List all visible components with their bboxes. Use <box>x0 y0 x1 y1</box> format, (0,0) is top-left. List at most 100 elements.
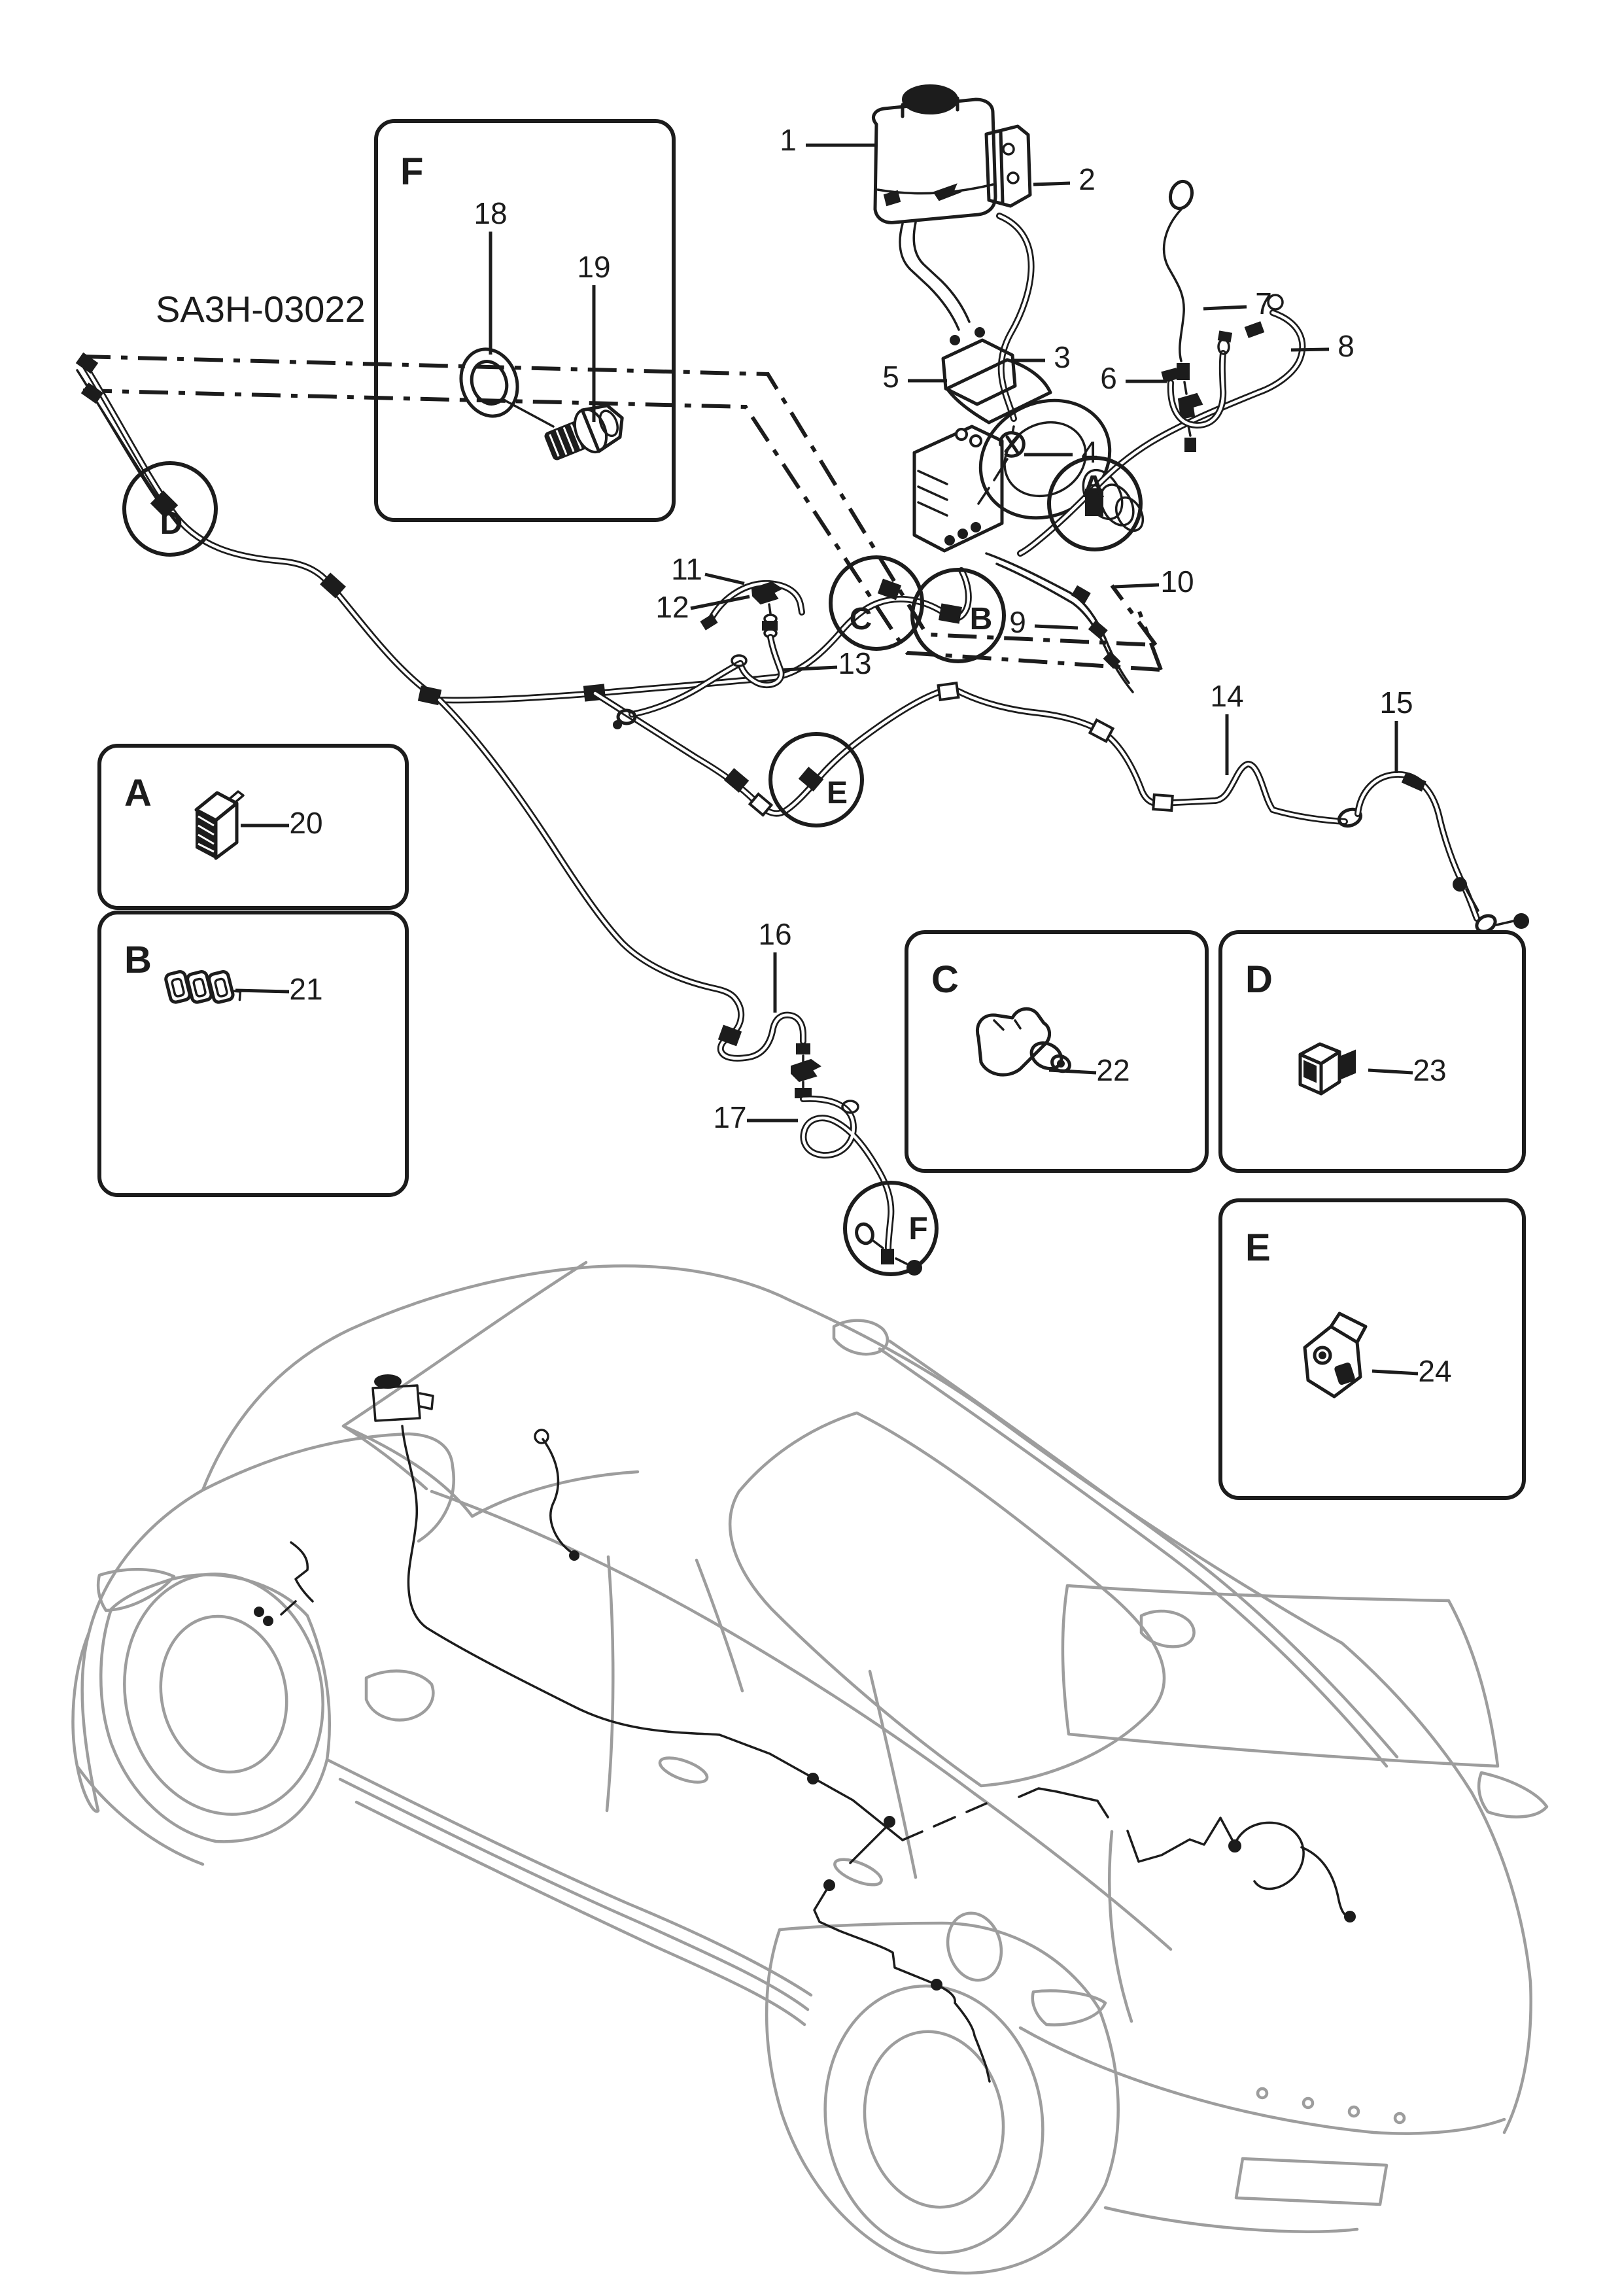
bundle-clip-1 <box>320 572 346 599</box>
reservoir-label-mark <box>883 190 901 207</box>
car-rear-bumper-top <box>1018 2026 1506 2135</box>
car-line-cowl-hose <box>542 1438 572 1553</box>
car-rear-wheel-inner <box>863 2030 1005 2209</box>
car-hood-cut <box>201 1432 455 1543</box>
car-front-silhouette <box>80 1264 792 1813</box>
part-20 <box>194 790 245 860</box>
callout-label-8[interactable]: 8 <box>1337 329 1355 363</box>
detail-parts <box>164 347 1368 1399</box>
hose-7-eyelet <box>1168 179 1194 211</box>
pipe-8-ring <box>1267 294 1284 311</box>
callout-label-19[interactable]: 19 <box>577 250 610 284</box>
part-24-body <box>1303 1325 1362 1399</box>
callout-label-24[interactable]: 24 <box>1418 1354 1451 1388</box>
callout-label-6[interactable]: 6 <box>1100 361 1117 395</box>
detail-box-letter-a: A <box>124 772 152 814</box>
callout-label-3[interactable]: 3 <box>1054 340 1071 374</box>
car-front-bumper <box>71 1631 205 1866</box>
car-roof-rail-2 <box>888 1339 1399 1759</box>
hcu-port-2 <box>969 434 982 447</box>
car-reservoir <box>371 1384 434 1422</box>
hose-15-sleeve <box>1401 772 1426 792</box>
car-line-fitting-1 <box>1228 1839 1241 1852</box>
detail-box-b <box>97 911 409 1197</box>
part-24-hole-center <box>1319 1351 1326 1359</box>
location-circle-a <box>1047 456 1143 551</box>
hose-15-dashes <box>1465 888 1515 926</box>
car-line-dashes <box>901 1802 988 1841</box>
callout-label-2[interactable]: 2 <box>1078 162 1096 196</box>
rear-clip-white-1 <box>748 792 774 817</box>
engine-bay-boundary <box>81 355 1163 672</box>
callout-leader-13 <box>783 665 838 672</box>
part-22-pin-hole <box>1057 1060 1065 1068</box>
car-line-clip-1 <box>807 1773 819 1784</box>
boundary-line-2 <box>82 389 1163 672</box>
location-letter-b: B <box>970 602 993 636</box>
chain-12-dash <box>768 603 772 615</box>
detail-box-f <box>374 119 676 522</box>
car-front-wheel-inner <box>159 1614 288 1774</box>
callout-label-14[interactable]: 14 <box>1210 679 1243 713</box>
callout-label-10[interactable]: 10 <box>1160 565 1194 599</box>
callout-label-11[interactable]: 11 <box>671 552 702 586</box>
callout-leader-7 <box>1203 305 1247 311</box>
pipe-nut-2 <box>1088 620 1108 640</box>
rear-line-14 <box>592 681 1348 825</box>
car-antenna-fin <box>1139 1609 1196 1648</box>
detail-box-letter-b: B <box>124 939 152 981</box>
callout-label-23[interactable]: 23 <box>1413 1053 1446 1087</box>
car-mirror-top <box>832 1319 889 1356</box>
callout-label-21[interactable]: 21 <box>289 972 322 1006</box>
car-brake-lines-overlay <box>254 1374 1356 2083</box>
callout-label-12[interactable]: 12 <box>655 590 689 624</box>
car-line-end-1 <box>1344 1911 1356 1922</box>
callout-label-20[interactable]: 20 <box>289 806 322 840</box>
callout-label-18[interactable]: 18 <box>474 196 507 230</box>
booster-bellows-3 <box>1114 496 1145 532</box>
hose-15-bolt-2 <box>1513 913 1529 929</box>
hose-17-outer <box>800 1095 895 1251</box>
detail-box-letter-e: E <box>1245 1226 1271 1269</box>
car-front-wheel <box>123 1573 324 1816</box>
part-22-body <box>976 1007 1051 1077</box>
detail-box-e <box>1218 1198 1526 1500</box>
callout-label-7[interactable]: 7 <box>1255 287 1272 321</box>
callout-label-22[interactable]: 22 <box>1096 1053 1130 1087</box>
pipe-8-inner <box>1018 311 1304 555</box>
car-b-pillar <box>695 1558 744 1693</box>
callout-label-17[interactable]: 17 <box>713 1100 746 1134</box>
hose-17-inner <box>801 1097 893 1250</box>
callout-label-4[interactable]: 4 <box>1081 435 1098 469</box>
washer-18-inner <box>470 360 509 406</box>
callout-label-13[interactable]: 13 <box>838 646 871 680</box>
pipe-16-fitting <box>796 1043 810 1054</box>
car-front-door-line <box>605 1555 615 1813</box>
car-rear-corner <box>1340 1641 1532 2134</box>
callout-label-16[interactable]: 16 <box>758 917 791 951</box>
hose-13-eyelet <box>731 654 748 667</box>
car-rear-wheel-arch <box>765 1921 1120 2275</box>
car-line-front-run <box>401 1425 904 1841</box>
hose-17-end-fitting <box>881 1249 894 1264</box>
part-23-side <box>1319 1050 1341 1096</box>
mc-body <box>945 358 1052 425</box>
part-24-tab <box>1329 1312 1368 1344</box>
callout-label-9[interactable]: 9 <box>1009 605 1026 639</box>
car-taillight-left <box>1031 1989 1107 2026</box>
bracket-hole-2 <box>1007 171 1020 184</box>
car-hatch-glass <box>1061 1584 1500 1768</box>
callout-label-5[interactable]: 5 <box>882 360 899 394</box>
part-24-slot <box>1334 1363 1355 1385</box>
callout-label-1[interactable]: 1 <box>780 123 797 157</box>
location-circle-c <box>829 555 924 651</box>
part-21-hole-3 <box>214 977 228 998</box>
front-line-16-17 <box>436 697 922 1276</box>
main-line-bundle <box>75 352 972 706</box>
part-22 <box>976 1007 1071 1077</box>
car-rear-wheel <box>823 1984 1044 2255</box>
callout-label-15[interactable]: 15 <box>1379 686 1413 720</box>
part-21 <box>164 969 242 1004</box>
car-diffuser <box>1103 2157 1389 2233</box>
